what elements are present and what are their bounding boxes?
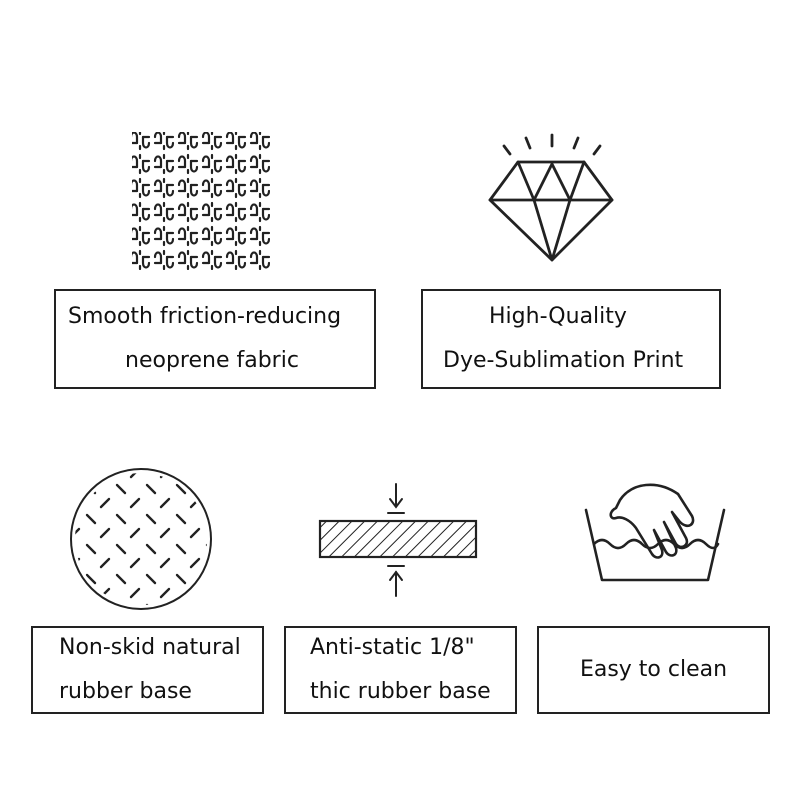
- feature-text-line: thic rubber base: [310, 679, 491, 704]
- diamond-icon: [488, 133, 614, 262]
- feature-text-line: Dye-Sublimation Print: [443, 348, 684, 373]
- non-skid-rubber-icon: [70, 468, 212, 610]
- feature-box-anti-static: Anti-static 1/8" thic rubber base: [284, 626, 517, 714]
- feature-text-line: Easy to clean: [579, 657, 728, 682]
- feature-box-print: High-Quality Dye-Sublimation Print: [421, 289, 721, 389]
- thickness-icon: [318, 483, 478, 597]
- feature-box-non-skid: Non-skid natural rubber base: [31, 626, 264, 714]
- feature-text-line: Smooth friction-reducing: [68, 304, 342, 329]
- feature-box-neoprene: Smooth friction-reducing neoprene fabric: [54, 289, 376, 389]
- feature-box-easy-clean: Easy to clean: [537, 626, 770, 714]
- feature-text-line: Anti-static 1/8": [310, 635, 475, 660]
- feature-text-line: High-Quality: [489, 304, 627, 329]
- woven-fabric-icon: [132, 132, 270, 270]
- feature-text-line: neoprene fabric: [125, 348, 299, 373]
- feature-text-line: Non-skid natural: [59, 635, 241, 660]
- feature-text-line: rubber base: [59, 679, 192, 704]
- hand-wash-icon: [584, 483, 726, 582]
